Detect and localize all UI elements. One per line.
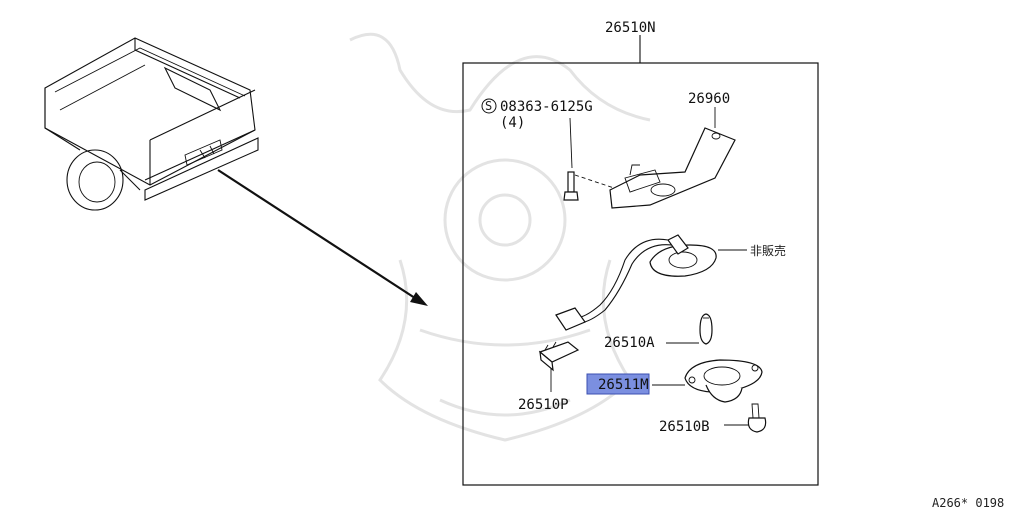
bracket-label[interactable]: 26960: [688, 91, 730, 107]
lamp-label[interactable]: 26511M: [598, 377, 649, 393]
assembly-frame: [462, 35, 819, 486]
bolt-part-number: 08363-6125G: [500, 99, 593, 115]
bolt-callout[interactable]: S 08363-6125G (4): [481, 98, 593, 131]
harness-part: [555, 234, 717, 331]
footer-code: A266* 0198: [932, 496, 1004, 510]
bulb-label[interactable]: 26510A: [604, 335, 655, 351]
screw-label[interactable]: 26510B: [659, 419, 710, 435]
bulb-part: [699, 313, 713, 345]
bolt-quantity: (4): [500, 115, 525, 131]
truck-illustration: [44, 37, 259, 211]
connector-part: [538, 341, 580, 372]
bracket-part: [609, 127, 736, 209]
screw-part: [747, 403, 767, 433]
not-for-sale-label[interactable]: 非販売: [750, 243, 786, 258]
lamp-part: [684, 359, 763, 403]
lamp-highlight: [586, 373, 650, 395]
connector-label[interactable]: 26510P: [518, 397, 569, 413]
watermark-emblem: [349, 32, 651, 442]
bolt-symbol: S: [485, 99, 492, 113]
bolt-part: [563, 171, 621, 201]
assembly-label[interactable]: 26510N: [605, 20, 656, 36]
pointer-arrow: [217, 169, 428, 306]
